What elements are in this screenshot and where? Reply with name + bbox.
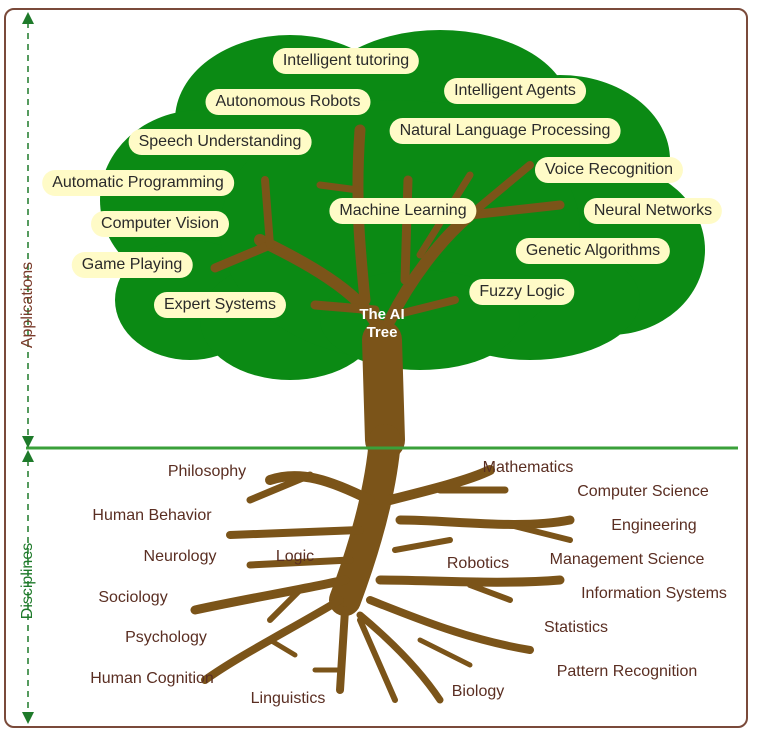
app-expert-systems: Expert Systems xyxy=(153,292,287,318)
discipline-philosophy: Philosophy xyxy=(167,463,247,480)
app-automatic-programming: Automatic Programming xyxy=(42,170,234,196)
discipline-pattern-recognition: Pattern Recognition xyxy=(556,663,698,680)
disciplines-axis-arrow xyxy=(22,450,34,724)
tree-title: The AI Tree xyxy=(342,306,422,342)
app-computer-vision: Computer Vision xyxy=(91,211,229,237)
app-speech-understanding: Speech Understanding xyxy=(128,129,312,155)
app-game-playing: Game Playing xyxy=(71,252,193,278)
discipline-information-systems: Information Systems xyxy=(581,585,727,602)
app-machine-learning: Machine Learning xyxy=(329,198,477,224)
tree-title-line2: Tree xyxy=(366,324,398,341)
discipline-human-behavior: Human Behavior xyxy=(92,507,212,524)
app-genetic-algorithms: Genetic Algorithms xyxy=(515,238,671,264)
applications-label: Applications xyxy=(19,261,36,349)
tree-title-line1: The AI xyxy=(359,306,405,323)
discipline-mathematics: Mathematics xyxy=(482,459,574,476)
tree-branches xyxy=(210,124,565,460)
discipline-psychology: Psychology xyxy=(125,629,207,646)
discipline-computer-science: Computer Science xyxy=(577,483,709,500)
discipline-neurology: Neurology xyxy=(143,548,217,565)
app-intelligent-tutoring: Intelligent tutoring xyxy=(272,48,420,74)
discipline-robotics: Robotics xyxy=(446,555,510,572)
discipline-linguistics: Linguistics xyxy=(250,690,326,707)
discipline-biology: Biology xyxy=(451,683,505,700)
discipline-human-cognition: Human Cognition xyxy=(90,670,214,687)
discipline-sociology: Sociology xyxy=(98,589,168,606)
app-intelligent-agents: Intelligent Agents xyxy=(444,78,586,104)
discipline-engineering: Engineering xyxy=(611,517,697,534)
app-natural-language-processing: Natural Language Processing xyxy=(389,118,621,144)
disciplines-label: Disciplines xyxy=(19,542,36,620)
applications-axis-arrow xyxy=(22,12,34,448)
tree-roots xyxy=(190,424,575,704)
app-neural-networks: Neural Networks xyxy=(583,198,723,224)
discipline-statistics: Statistics xyxy=(543,619,609,636)
app-voice-recognition: Voice Recognition xyxy=(534,157,684,183)
app-autonomous-robots: Autonomous Robots xyxy=(205,89,371,115)
discipline-logic: Logic xyxy=(275,548,315,565)
discipline-management-science: Management Science xyxy=(549,551,705,568)
app-fuzzy-logic: Fuzzy Logic xyxy=(469,279,575,305)
